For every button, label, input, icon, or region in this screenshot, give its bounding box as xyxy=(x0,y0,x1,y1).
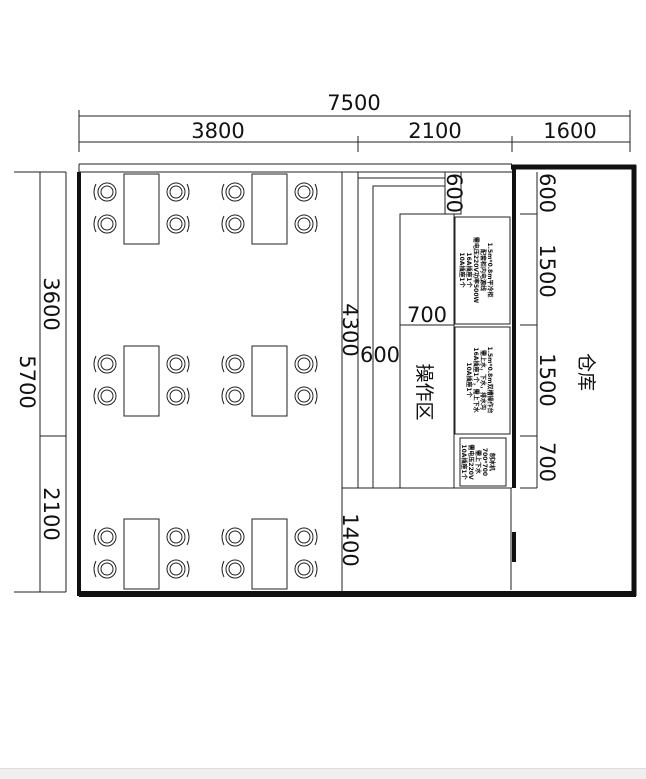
dim-left-upper: 3600 xyxy=(39,277,63,330)
equipment-note: 需上下水 xyxy=(474,450,482,475)
chair xyxy=(166,182,190,202)
label-operation-area: 操作区 xyxy=(413,363,435,420)
chair xyxy=(221,386,245,406)
dim-left-total: 5700 xyxy=(15,355,39,408)
operation-counter: 4300 1400 600 600 700 600 1500 1500 700 … xyxy=(338,171,559,592)
walls xyxy=(77,163,637,597)
equipment-sink: 1.5m*0.8m双槽操作台需上水，下水，排水沟16A插座1个，需上下水10A插… xyxy=(454,326,511,435)
dining-area xyxy=(93,173,318,590)
dim-right-b: 1500 xyxy=(535,353,559,406)
dining-table xyxy=(123,173,160,245)
equipment-note: 10A插座1个 xyxy=(458,252,466,288)
dim-counter-lower: 1400 xyxy=(338,513,362,566)
equipment-note: 配套柜内电源线 xyxy=(479,249,487,291)
chair xyxy=(221,354,245,374)
dim-right-c: 700 xyxy=(535,442,559,482)
dim-operation-width: 2100 xyxy=(408,119,461,143)
top-dimensions: 7500 3800 2100 1600 xyxy=(78,91,631,152)
chair xyxy=(221,559,245,579)
chair xyxy=(93,354,117,374)
dim-storage-width: 1600 xyxy=(543,119,596,143)
dim-total-width: 7500 xyxy=(327,91,380,115)
chair xyxy=(294,182,318,202)
dining-table xyxy=(251,345,288,417)
chair xyxy=(93,182,117,202)
chair xyxy=(166,214,190,234)
dim-left-lower: 2100 xyxy=(39,487,63,540)
label-storage: 仓库 xyxy=(575,353,597,391)
dining-table xyxy=(123,345,160,417)
chair xyxy=(294,354,318,374)
equipment-note: 需电压220V xyxy=(467,444,475,480)
equipment-note: 1.5m*0.8m双槽操作台 xyxy=(486,347,494,414)
chair xyxy=(166,527,190,547)
left-dimensions: 3600 5700 2100 xyxy=(14,171,67,593)
chair xyxy=(166,354,190,374)
bottom-scrollbar[interactable] xyxy=(0,768,646,779)
chair xyxy=(93,386,117,406)
equipment-note: 制冰机 xyxy=(488,453,496,471)
equipment-note: 1.5m*0.8m平冷柜 xyxy=(486,243,494,298)
equipment-fridge: 1.5m*0.8m平冷柜配套柜内电源线需电压220V功率500W16A插座1个1… xyxy=(454,216,511,325)
dining-table xyxy=(123,518,160,590)
equipment-note: 700*700 xyxy=(481,448,488,476)
equipment-note: 16A插座1个 xyxy=(465,252,473,288)
chair xyxy=(221,527,245,547)
equipment-note: 10A插座1个 xyxy=(460,444,468,480)
chair xyxy=(294,214,318,234)
equipment-note: 需上水，下水，排水沟 xyxy=(479,350,487,410)
chair xyxy=(166,559,190,579)
equipment-note: 10A插座1个 xyxy=(465,362,473,398)
dim-right-a: 1500 xyxy=(535,244,559,297)
chair xyxy=(93,559,117,579)
chair xyxy=(294,559,318,579)
chair xyxy=(294,386,318,406)
dim-right-top: 600 xyxy=(535,173,559,213)
chair xyxy=(294,527,318,547)
dim-counter-length: 4300 xyxy=(338,303,362,356)
chair xyxy=(221,182,245,202)
dim-dining-width: 3800 xyxy=(191,119,244,143)
dim-counter-depth: 600 xyxy=(360,343,400,367)
dining-table xyxy=(251,518,288,590)
chair xyxy=(221,214,245,234)
dim-top-depth: 600 xyxy=(442,173,466,213)
chair xyxy=(166,386,190,406)
equipment-note: 16A插座1个，需上下水 xyxy=(472,347,480,413)
chair xyxy=(93,527,117,547)
dining-table xyxy=(251,173,288,245)
equipment-note: 需电压220V功率500W xyxy=(472,237,480,304)
dim-counter-offset: 700 xyxy=(407,303,447,327)
chair xyxy=(93,214,117,234)
